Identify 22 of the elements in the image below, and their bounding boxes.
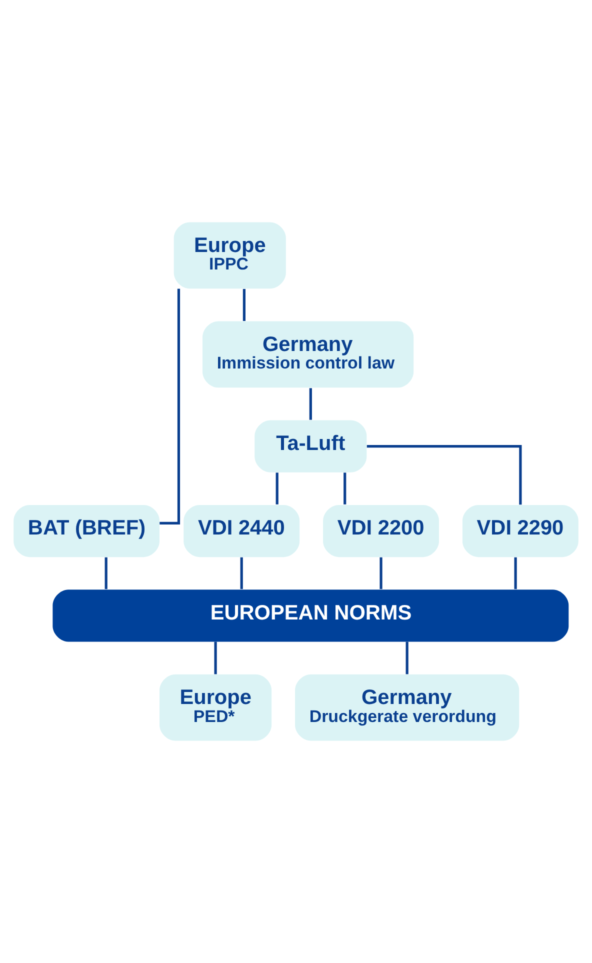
node-box: Germany Druckgerate verordung: [295, 674, 520, 741]
connector: [366, 445, 522, 505]
connector: [344, 472, 346, 504]
node-box: BAT (BREF): [14, 504, 160, 558]
connector: [276, 472, 278, 504]
node-box: Europe PED*: [160, 674, 272, 741]
node-box: EUROPEAN NORMS: [52, 590, 569, 642]
node-box: VDI 2290: [462, 504, 578, 558]
node-box: Germany Immission control law: [202, 321, 414, 388]
connector: [380, 557, 382, 590]
node-box: VDI 2200: [323, 504, 439, 558]
node-box: VDI 2440: [184, 504, 300, 558]
node-box: Ta-Luft: [254, 420, 367, 472]
connector: [104, 557, 108, 590]
connector: [309, 388, 312, 420]
connector: [160, 288, 180, 524]
connector: [514, 557, 517, 590]
connector: [214, 642, 217, 674]
connector: [406, 642, 408, 674]
connector: [242, 288, 246, 321]
connector: [240, 557, 243, 590]
node-box: Europe IPPC: [174, 222, 286, 289]
